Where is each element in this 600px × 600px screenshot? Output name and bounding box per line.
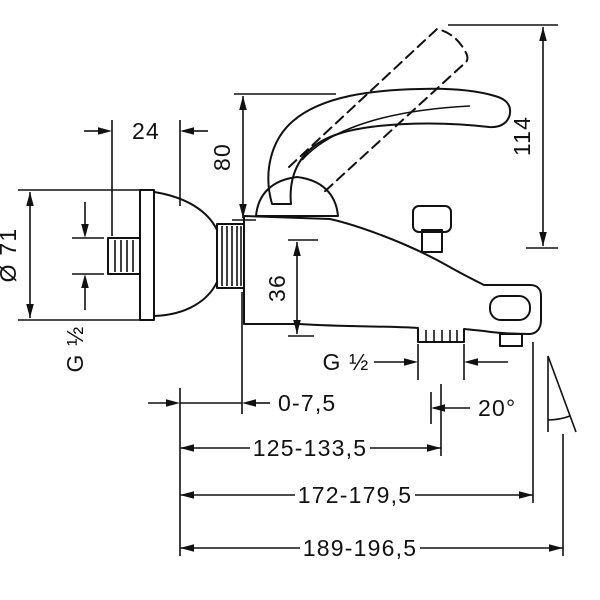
- faucet-body: [243, 215, 542, 347]
- dimension-label: Ø 71: [0, 228, 21, 283]
- arrowhead: [549, 544, 563, 552]
- diverter-cap: [412, 205, 452, 233]
- spout-end-detail: [489, 295, 531, 321]
- arrowhead: [539, 27, 547, 41]
- arrowhead: [464, 358, 478, 366]
- arrowhead: [98, 127, 112, 135]
- arrowhead: [519, 491, 533, 499]
- dimension-label: 189-196,5: [303, 535, 417, 561]
- arrowhead: [81, 274, 89, 288]
- arrowhead: [404, 358, 418, 366]
- dimension-label: G ½: [322, 349, 369, 375]
- arrowhead: [166, 399, 180, 407]
- escutcheon: [139, 189, 245, 321]
- arrowhead: [427, 444, 441, 452]
- dim-plate-depth: 24: [84, 118, 208, 236]
- arrowhead: [81, 224, 89, 238]
- nipple-body: [107, 237, 141, 275]
- handle-dome: [255, 176, 339, 217]
- dimension-label: G ½: [62, 325, 88, 372]
- adjust-collar: [216, 223, 245, 289]
- arrowhead: [431, 404, 445, 412]
- diverter-knob: [412, 205, 452, 253]
- arrowhead: [239, 204, 247, 218]
- spout-end-port: [499, 333, 523, 347]
- arrowhead: [293, 242, 301, 256]
- body-spout-outline: [243, 215, 542, 343]
- arrowhead: [26, 192, 34, 206]
- arrowhead: [242, 399, 256, 407]
- faucet-drawing: [107, 28, 542, 347]
- collar-knurl-hatch: [221, 226, 242, 286]
- dimension-label: 80: [209, 143, 235, 171]
- angle-slant-line: [547, 355, 577, 433]
- wall-connector: [107, 237, 141, 275]
- dim-outlet-angle: 20°: [430, 355, 577, 433]
- dimension-label: 20°: [478, 395, 516, 421]
- arrowhead: [239, 96, 247, 110]
- handle-lever: [267, 87, 512, 205]
- dimension-annotations: 24 80 114 Ø 71: [0, 24, 577, 561]
- arrowhead: [539, 232, 547, 246]
- escutcheon-rim: [139, 189, 155, 321]
- dim-overall-projection: 189-196,5: [180, 434, 564, 561]
- dimension-label: 114: [509, 116, 535, 156]
- handle-raised-outline: [288, 28, 469, 194]
- arrowhead: [26, 304, 34, 318]
- handle-raised-path: [288, 28, 469, 194]
- dimension-label: 24: [132, 118, 160, 144]
- dim-projection-to-spout-end: 172-179,5: [180, 342, 534, 508]
- dim-adjustment-range: 0-7,5: [148, 292, 336, 556]
- escutcheon-bell: [153, 191, 218, 317]
- arrowhead: [180, 491, 194, 499]
- dimension-label: 0-7,5: [278, 390, 336, 416]
- aerator-hatch: [425, 330, 458, 341]
- dimension-label: 125-133,5: [253, 435, 367, 461]
- arrowhead: [293, 320, 301, 334]
- arrowhead: [180, 127, 194, 135]
- angle-arc: [547, 415, 571, 421]
- diverter-stem: [421, 229, 443, 253]
- dim-total-height: 114: [448, 24, 558, 249]
- nipple-thread-hatch: [114, 240, 134, 272]
- dimension-label: 36: [264, 274, 290, 302]
- dim-inlet-thread: G ½: [62, 202, 104, 373]
- dim-handle-height: 80: [209, 93, 336, 221]
- handle: [255, 87, 512, 217]
- arrowhead: [180, 444, 194, 452]
- dim-projection-to-outlet: 125-133,5: [180, 384, 442, 461]
- dimension-label: 172-179,5: [298, 482, 412, 508]
- dim-shower-thread: G ½: [322, 344, 508, 380]
- arrowhead: [180, 544, 194, 552]
- handle-crease-line: [301, 105, 471, 161]
- dim-escutcheon-diameter: Ø 71: [0, 189, 140, 321]
- dim-outlet-drop: 36: [264, 239, 318, 337]
